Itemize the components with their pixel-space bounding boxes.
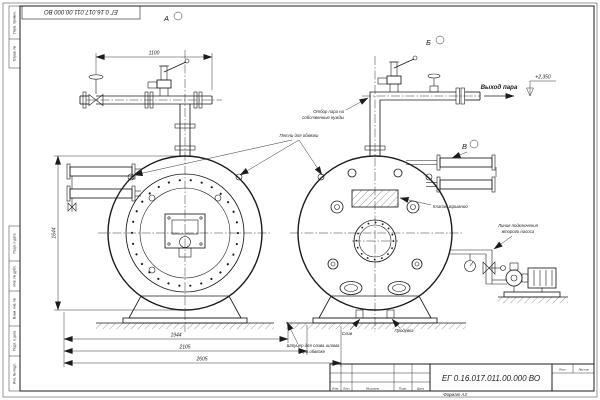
view-b-label: Б xyxy=(426,38,431,47)
stamp-label: Справ. № xyxy=(13,45,17,61)
stamp-label: Подп. и дата xyxy=(13,233,17,253)
dim-width-base: 1944 xyxy=(170,333,181,339)
title-sheets-label: Листов xyxy=(578,368,588,372)
view-b-rear: Б xyxy=(286,35,568,332)
handhole xyxy=(387,281,411,295)
annotations: Отбор пара на собственные нужды Петли дл… xyxy=(133,97,539,354)
pressure-gauge-icon xyxy=(464,260,476,272)
steam-piping-b xyxy=(364,87,481,156)
burner-unit xyxy=(164,213,206,258)
format-label: Формат А3 xyxy=(443,392,467,397)
steam-outlet-label: Выход пара xyxy=(481,84,518,91)
label-drain: Слив xyxy=(342,331,353,336)
lifting-lug xyxy=(425,173,433,181)
dim-length-mid: 2105 xyxy=(178,345,190,351)
title-col-izm: Изм. xyxy=(332,387,339,391)
view-ref-circle xyxy=(469,139,479,149)
view-a-label: А xyxy=(163,14,169,23)
label-steam-extraction: Отбор пара на xyxy=(313,109,344,114)
lifting-lug xyxy=(235,173,243,181)
view-v-arrow xyxy=(451,151,468,159)
ground-hatch xyxy=(498,297,568,304)
steam-piping-a xyxy=(79,91,213,156)
label-steam-extraction: собственные нужды xyxy=(302,115,345,120)
view-v-label: В xyxy=(462,142,467,151)
stamp-label: Инв. № подл. xyxy=(13,363,17,384)
manhole xyxy=(353,219,397,263)
door-fitting xyxy=(148,266,156,274)
title-block: Изм. Лист № докум. Подп. Дата ЕГ 0.16.01… xyxy=(329,363,595,397)
outlet-pipe-valve xyxy=(427,73,441,93)
dim-length-total: 2605 xyxy=(195,357,207,363)
view-ref-circle xyxy=(173,11,183,21)
elevation-mark: +2,350 xyxy=(526,75,556,97)
title-sheet-label: Лист xyxy=(559,368,566,372)
level-gauge-columns-a xyxy=(66,163,143,212)
label-explosion-valve: Клапан взрывной xyxy=(433,204,468,209)
top-doc-number-text: ЕГ 0.16.017.011.00.000 ВО xyxy=(44,8,118,14)
title-col-podp: Подп. xyxy=(399,387,407,391)
title-doc-number: ЕГ 0.16.017.011.00.000 ВО xyxy=(442,374,540,383)
valve-handle-icon xyxy=(500,265,506,271)
title-col-data: Дата xyxy=(417,387,424,391)
handhole xyxy=(339,281,363,295)
explosion-valve-port xyxy=(351,189,399,208)
view-a-front: А xyxy=(66,11,274,332)
ground-hatch xyxy=(286,323,466,330)
stamp-label: Взам. инв. № xyxy=(13,298,17,319)
lifting-lug xyxy=(127,173,135,181)
feed-pump xyxy=(503,262,561,298)
boiler-shell-front xyxy=(107,155,263,311)
label-pump-line: второго насоса xyxy=(502,229,535,234)
safety-valve-a xyxy=(147,58,190,96)
door-fitting xyxy=(148,194,156,202)
dim-pipe-span: 1100 xyxy=(149,51,160,57)
label-pump-line: Линия подключения xyxy=(497,223,539,228)
stamp-label: Инв. № дубл. xyxy=(13,265,17,286)
view-ref-circle xyxy=(435,35,445,45)
gate-valve-a xyxy=(88,74,104,107)
elevation-value: +2,350 xyxy=(535,75,551,81)
level-gauge-columns-b xyxy=(406,154,497,193)
rear-fittings xyxy=(327,168,423,319)
dimensions: 1100 1644 1944 2105 2605 xyxy=(52,51,342,367)
left-stamp-columns: Перв. примен. Справ. № Подп. и дата Инв.… xyxy=(8,5,21,392)
safety-valve-b xyxy=(377,55,418,92)
drain-stub xyxy=(355,309,364,319)
title-col-list: Лист xyxy=(343,387,350,391)
stamp-label: Подп. и дата xyxy=(13,331,17,351)
ground-hatch xyxy=(96,323,274,330)
blowdown-stub xyxy=(386,309,395,319)
door-fitting xyxy=(214,194,222,202)
label-sludge: Штуцер для слива шлама xyxy=(287,343,340,348)
label-loops: Петли для обвязки xyxy=(280,133,320,138)
handwheel-icon xyxy=(88,74,104,80)
top-inverted-doc-number: ЕГ 0.16.017.011.00.000 ВО xyxy=(21,5,141,20)
handwheel-icon xyxy=(427,73,441,79)
dim-shell-diameter: 1644 xyxy=(52,227,58,238)
label-blowdown: Продувка xyxy=(394,328,414,333)
label-sludge: при обвязке xyxy=(301,349,326,354)
pump-connection-piping xyxy=(450,249,507,285)
title-col-doc: № докум. xyxy=(366,387,380,391)
stamp-label: Перв. примен. xyxy=(13,11,17,34)
